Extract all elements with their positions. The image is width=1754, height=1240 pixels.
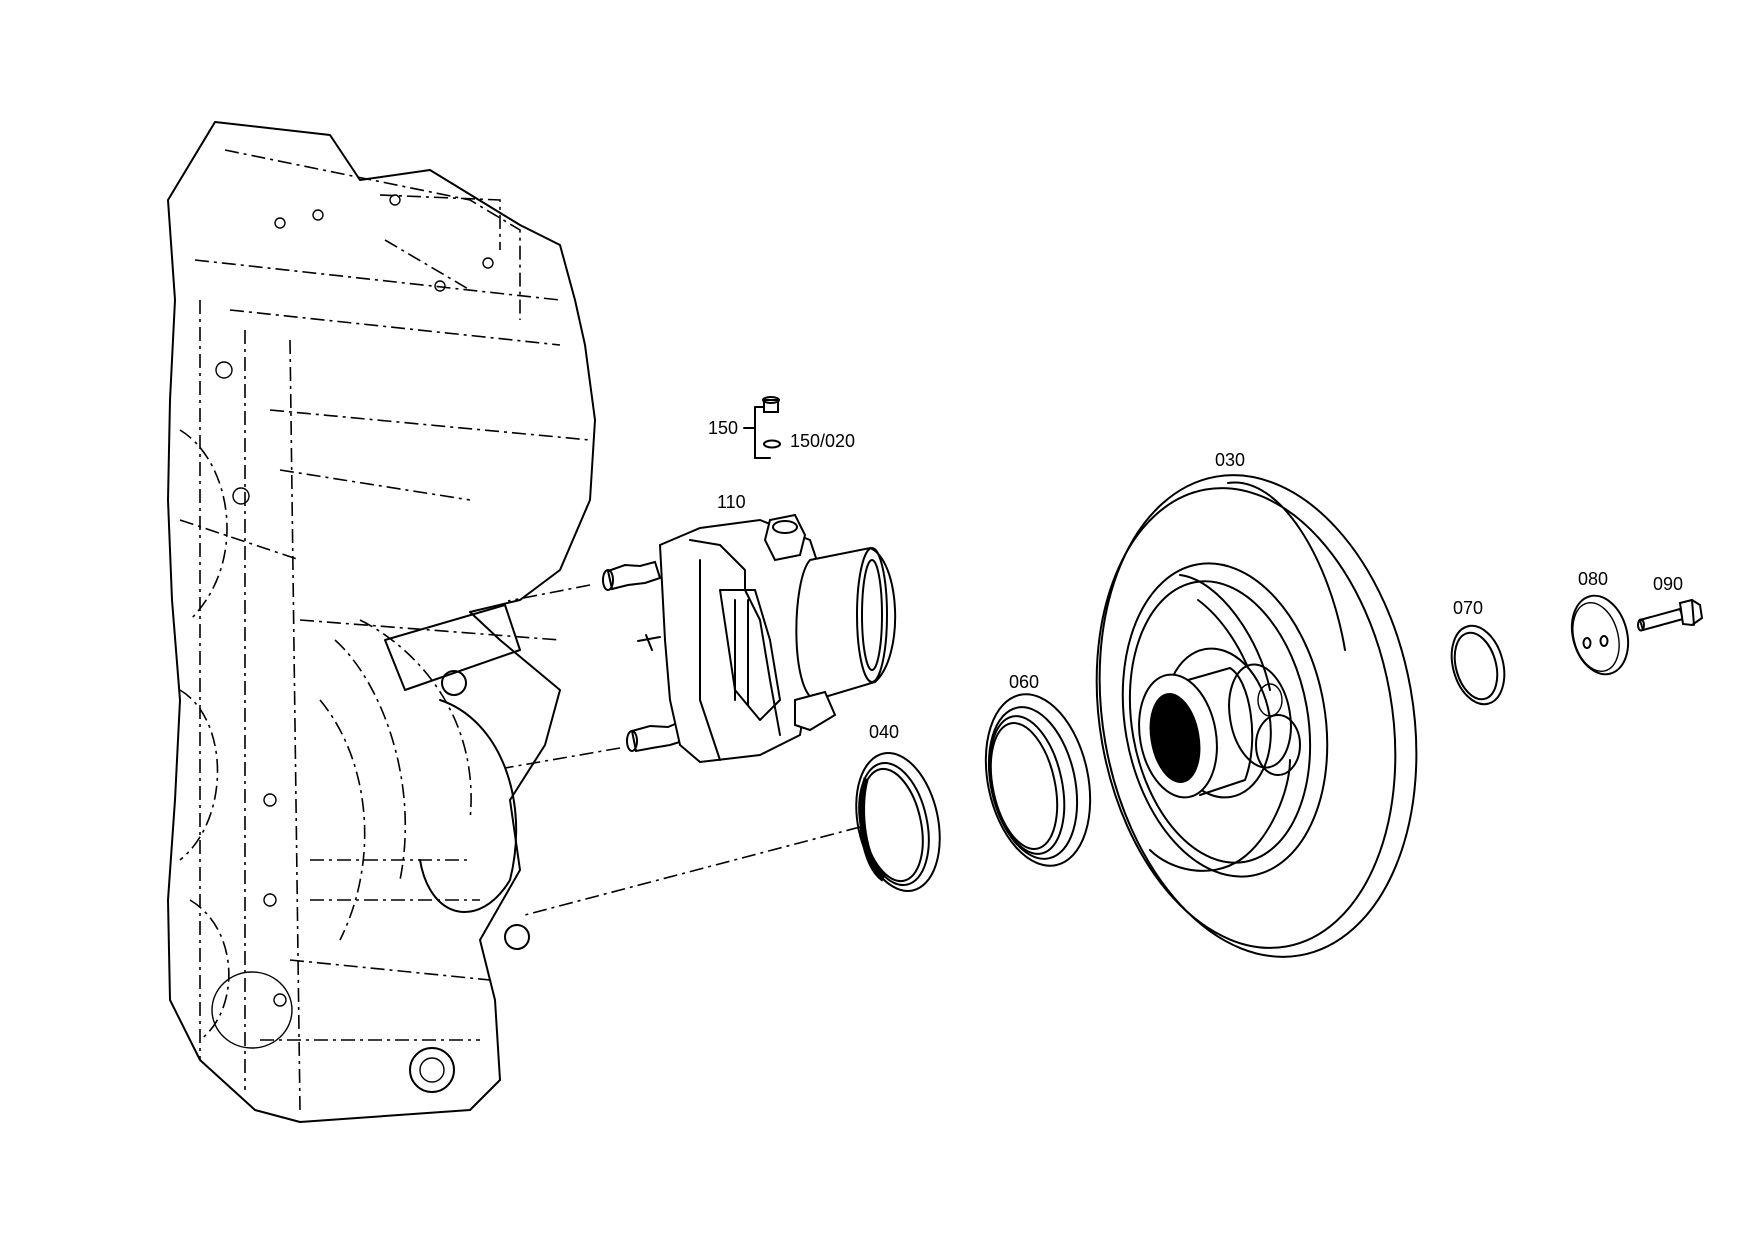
label-150: 150	[708, 418, 738, 438]
part-110-brake-caliper	[602, 513, 897, 764]
part-070-o-ring	[1450, 624, 1506, 706]
transmission-housing	[167, 121, 596, 1123]
label-090: 090	[1653, 574, 1683, 594]
label-110: 110	[717, 492, 746, 512]
label-150-020: 150/020	[790, 431, 855, 451]
label-080: 080	[1578, 569, 1608, 589]
part-090-bolt	[1637, 598, 1704, 632]
part-080-cover-plate	[1570, 594, 1630, 676]
part-150-020-washer	[763, 439, 781, 449]
label-060: 060	[1009, 672, 1039, 692]
part-060-seal-ring	[984, 693, 1092, 867]
part-040-seal-ring	[855, 752, 941, 892]
label-040: 040	[869, 722, 899, 742]
part-150-screw	[743, 396, 780, 459]
label-030: 030	[1215, 450, 1245, 470]
assembly-axis-lines	[504, 584, 861, 916]
part-030-brake-disc	[1095, 474, 1418, 958]
label-070: 070	[1453, 598, 1483, 618]
